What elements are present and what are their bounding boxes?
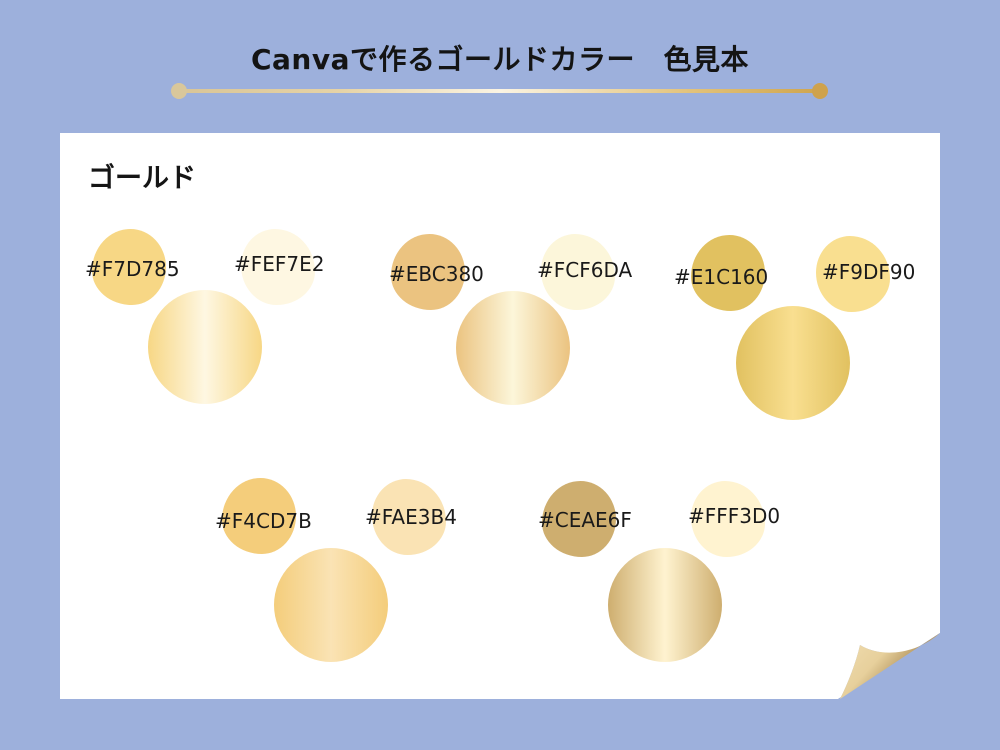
swatch-blob-b — [816, 236, 890, 312]
swatch-label-a: #CEAE6F — [538, 508, 632, 532]
swatch-blob-a — [222, 478, 296, 554]
swatch-label-b: #FEF7E2 — [234, 252, 325, 276]
swatch-blob-b — [691, 481, 765, 557]
swatch-label-b: #FFF3D0 — [688, 504, 781, 528]
gradient-circle — [608, 548, 722, 662]
gradient-circle — [274, 548, 388, 662]
swatch-blob-b — [372, 479, 446, 555]
section-heading: ゴールド — [88, 163, 196, 194]
swatch-blob-b — [241, 229, 315, 305]
swatch-label-a: #E1C160 — [674, 265, 769, 289]
swatch-blob-a — [391, 234, 465, 310]
swatch-label-a: #F7D785 — [85, 257, 180, 281]
page-curl-icon — [838, 633, 940, 699]
swatch-label-b: #FCF6DA — [537, 258, 633, 282]
divider-right-dot — [812, 83, 828, 99]
swatch-blob-a — [542, 481, 616, 557]
gradient-circle — [456, 291, 570, 405]
page-title: Canvaで作るゴールドカラー 色見本 — [250, 43, 750, 76]
swatch-label-a: #F4CD7B — [215, 509, 312, 533]
gradient-circle — [736, 306, 850, 420]
swatch-blob-a — [691, 235, 765, 311]
gradient-circle — [148, 290, 262, 404]
swatch-label-a: #EBC380 — [389, 262, 484, 286]
gold-divider-line — [180, 89, 820, 93]
swatch-blob-a — [92, 229, 166, 305]
swatch-blob-b — [541, 234, 615, 310]
divider-left-dot — [171, 83, 187, 99]
swatch-label-b: #F9DF90 — [822, 260, 916, 284]
swatch-label-b: #FAE3B4 — [365, 505, 457, 529]
